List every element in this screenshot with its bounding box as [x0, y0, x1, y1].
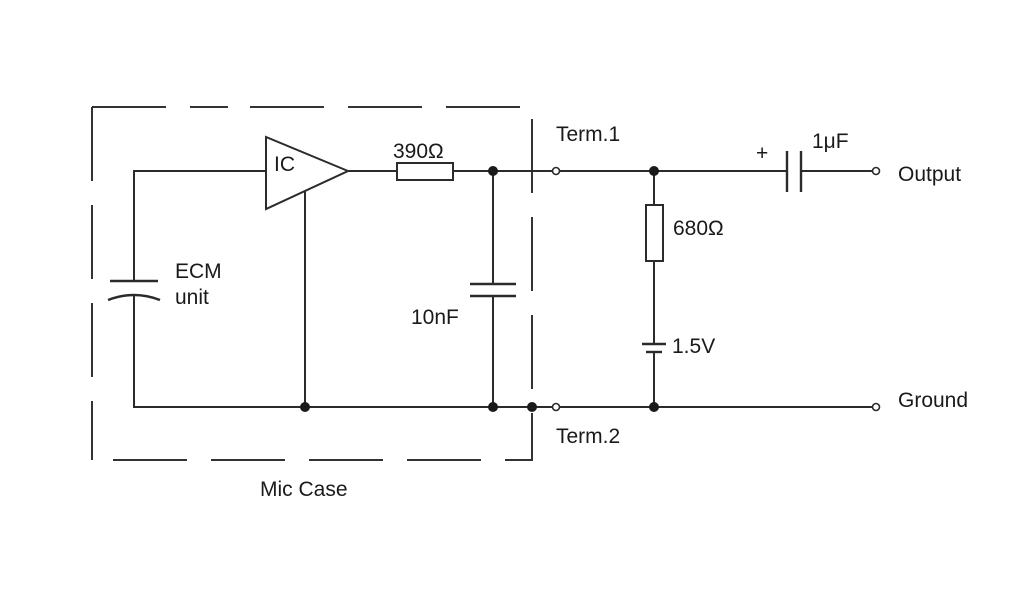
ic-label: IC: [274, 153, 295, 176]
output-label: Output: [898, 163, 961, 186]
ground-terminal: [871, 402, 881, 412]
wires: [133, 170, 873, 408]
ecm-label-line1: ECM: [175, 260, 222, 283]
resistor-680-label: 680Ω: [673, 217, 724, 240]
battery-1-5v: [642, 342, 666, 354]
ecm-label-line2: unit: [175, 286, 209, 309]
term1-label: Term.1: [556, 123, 620, 146]
term2-terminal: [551, 402, 561, 412]
capacitor-1uf-label: 1μF: [812, 130, 849, 153]
junction-dots: [300, 166, 659, 412]
resistor-680: [645, 204, 664, 262]
ecm-unit-symbol: [107, 279, 161, 302]
ground-label: Ground: [898, 389, 968, 412]
resistor-390-label: 390Ω: [393, 140, 444, 163]
polarity-plus-label: +: [756, 142, 768, 165]
resistor-390: [396, 162, 454, 181]
term2-label: Term.2: [556, 425, 620, 448]
battery-label: 1.5V: [672, 335, 715, 358]
capacitor-1uf: [785, 151, 803, 192]
mic-case-outline: [91, 106, 533, 461]
terminals: [551, 166, 881, 412]
mic-case-label: Mic Case: [260, 478, 348, 501]
capacitor-10nf-label: 10nF: [411, 306, 459, 329]
capacitor-10nf: [470, 282, 516, 298]
term1-terminal: [551, 166, 561, 176]
output-terminal: [871, 166, 881, 176]
ic-amplifier: [265, 135, 351, 211]
